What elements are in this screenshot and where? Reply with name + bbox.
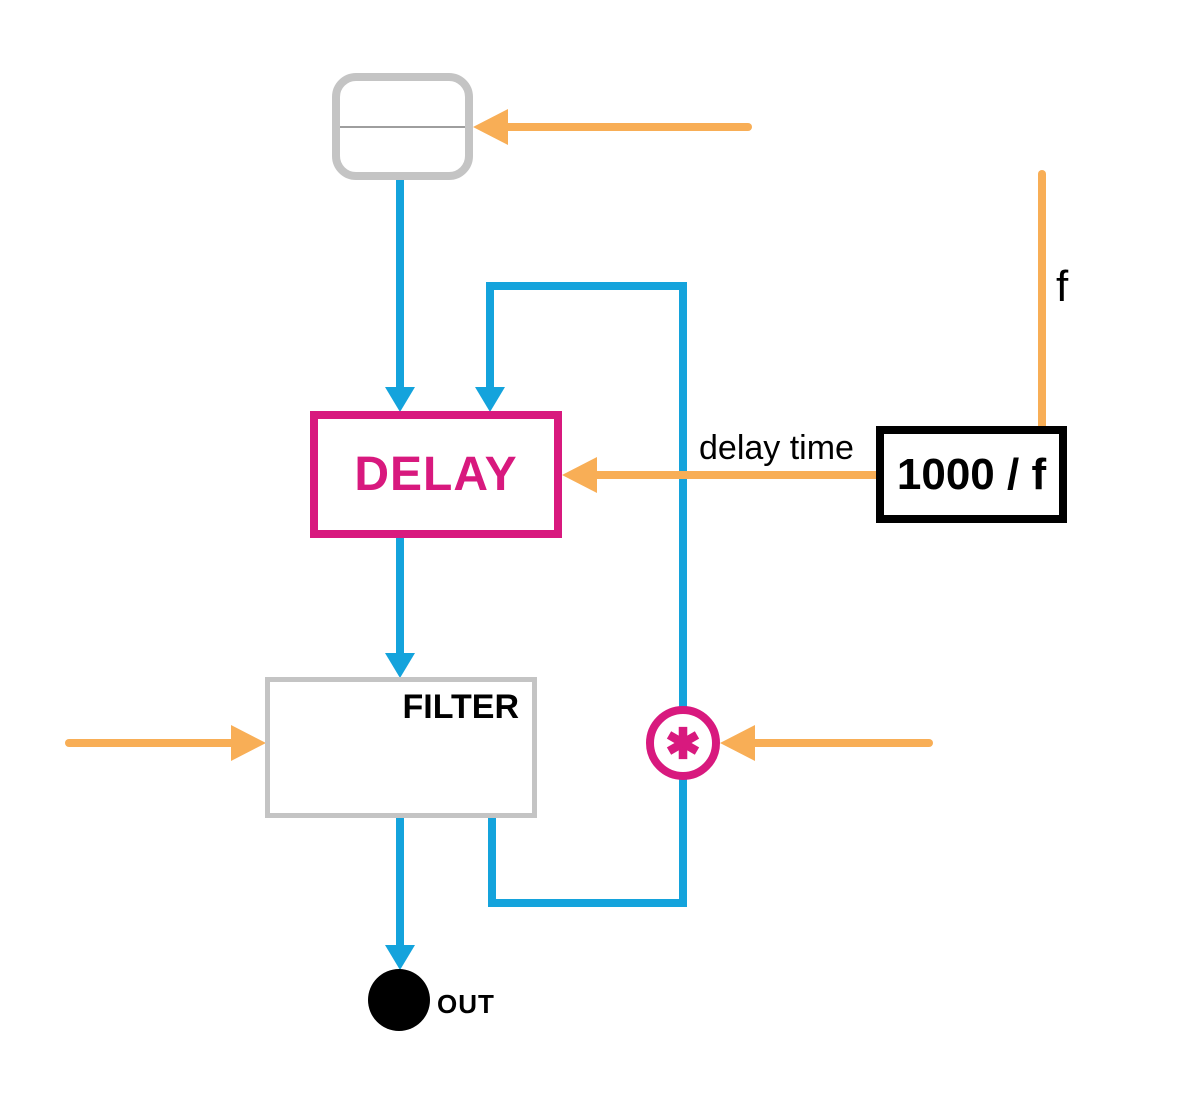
control-line-delay-time	[596, 471, 877, 479]
delay-block: DELAY	[310, 411, 562, 538]
signal-line-filter-to-out	[396, 815, 404, 947]
source-block-divider	[340, 125, 465, 128]
signal-line-delay-to-filter	[396, 534, 404, 655]
filter-block-label: FILTER	[402, 688, 519, 726]
arrowhead-feedback-to-delay-icon	[475, 387, 505, 412]
control-line-frequency	[1038, 170, 1046, 430]
out-node	[368, 969, 430, 1031]
delay-time-label: delay time	[699, 429, 854, 467]
feedback-line-from-filter	[488, 815, 496, 907]
feedback-line-into-delay	[486, 282, 494, 392]
out-label: OUT	[437, 989, 495, 1019]
delay-block-label: DELAY	[354, 448, 518, 501]
arrowhead-into-filter-icon	[231, 725, 266, 761]
formula-block-label: 1000 / f	[896, 449, 1047, 499]
frequency-label: f	[1056, 262, 1069, 311]
formula-block: 1000 / f	[876, 426, 1067, 523]
feedback-line-bottom	[488, 899, 687, 907]
multiply-asterisk-icon	[666, 726, 700, 760]
control-line-into-source	[505, 123, 752, 131]
source-block	[332, 73, 473, 180]
feedback-line-top	[486, 282, 687, 290]
feedback-line-right	[679, 282, 687, 907]
arrowhead-filter-to-out-icon	[385, 945, 415, 970]
arrowhead-delay-time-icon	[562, 457, 597, 493]
control-line-into-multiply	[754, 739, 933, 747]
arrowhead-into-source-icon	[473, 109, 508, 145]
multiply-node	[646, 706, 720, 780]
arrowhead-delay-to-filter-icon	[385, 653, 415, 678]
signal-line-source-to-delay	[396, 174, 404, 390]
arrowhead-into-multiply-icon	[720, 725, 755, 761]
control-line-into-filter	[65, 739, 233, 747]
arrowhead-source-to-delay-icon	[385, 387, 415, 412]
filter-block: FILTER	[265, 677, 537, 818]
